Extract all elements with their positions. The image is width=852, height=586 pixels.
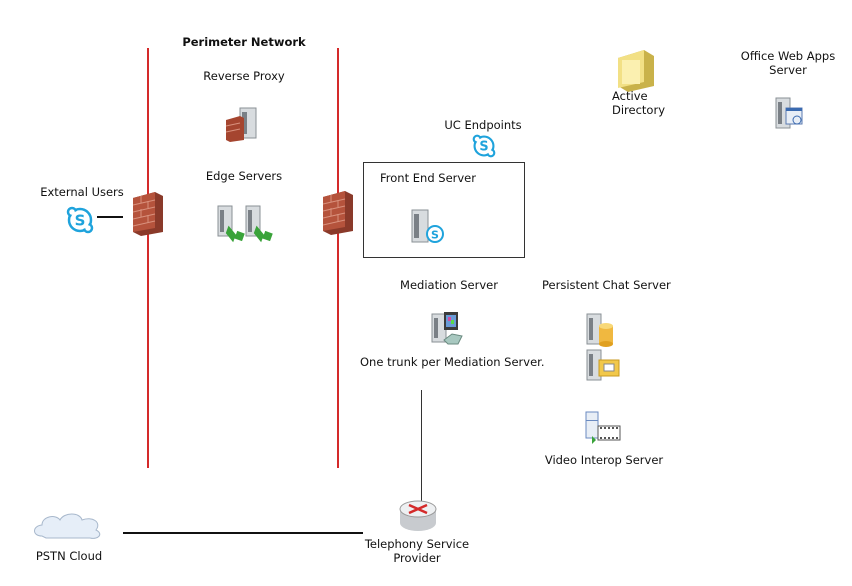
front-end-server-label: Front End Server bbox=[380, 171, 476, 185]
telephony-provider-label-2: Provider bbox=[393, 551, 441, 565]
web-server-icon bbox=[775, 97, 803, 129]
front-end-server-group bbox=[363, 162, 525, 258]
mediation-server-icon bbox=[431, 312, 463, 345]
mediation-server-label: Mediation Server bbox=[400, 278, 498, 292]
perimeter-network-title: Perimeter Network bbox=[182, 35, 306, 49]
external-users-label: External Users bbox=[40, 185, 124, 199]
firewall-icon bbox=[132, 192, 163, 236]
mediation-server-note: One trunk per Mediation Server. bbox=[360, 355, 545, 369]
firewall-icon bbox=[322, 191, 353, 235]
svg-text:S: S bbox=[75, 212, 86, 230]
server-skype-icon: S bbox=[411, 209, 444, 243]
cloud-icon bbox=[34, 513, 101, 539]
telephony-provider-label-1: Telephony Service bbox=[364, 537, 470, 551]
perimeter-boundary-left bbox=[147, 48, 149, 468]
office-web-apps-label-1: Office Web Apps bbox=[740, 49, 836, 63]
connector-mediation-telephony bbox=[421, 390, 422, 503]
active-directory-label-2: Directory bbox=[612, 103, 666, 117]
pstn-cloud-label: PSTN Cloud bbox=[35, 549, 103, 563]
connector-pstn-telephony bbox=[123, 532, 363, 534]
active-directory-label-1: Active bbox=[612, 89, 648, 103]
reverse-proxy-icon bbox=[225, 107, 257, 142]
active-directory-icon bbox=[618, 50, 654, 92]
skype-icon: S bbox=[472, 134, 496, 158]
reverse-proxy-label: Reverse Proxy bbox=[203, 69, 285, 83]
uc-endpoints-label: UC Endpoints bbox=[444, 118, 522, 132]
skype-icon: S bbox=[66, 206, 94, 234]
persistent-chat-label: Persistent Chat Server bbox=[542, 278, 671, 292]
video-interop-label: Video Interop Server bbox=[544, 453, 664, 467]
office-web-apps-label-2: Server bbox=[769, 63, 807, 77]
edge-server-icon bbox=[217, 205, 273, 243]
router-icon bbox=[399, 500, 437, 531]
perimeter-boundary-right bbox=[337, 48, 339, 468]
video-server-icon bbox=[585, 411, 621, 444]
svg-text:S: S bbox=[431, 229, 439, 242]
chat-server-icon bbox=[586, 313, 620, 381]
connector-external-users-firewall bbox=[97, 216, 123, 218]
edge-servers-label: Edge Servers bbox=[205, 169, 283, 183]
svg-text:S: S bbox=[479, 140, 488, 155]
